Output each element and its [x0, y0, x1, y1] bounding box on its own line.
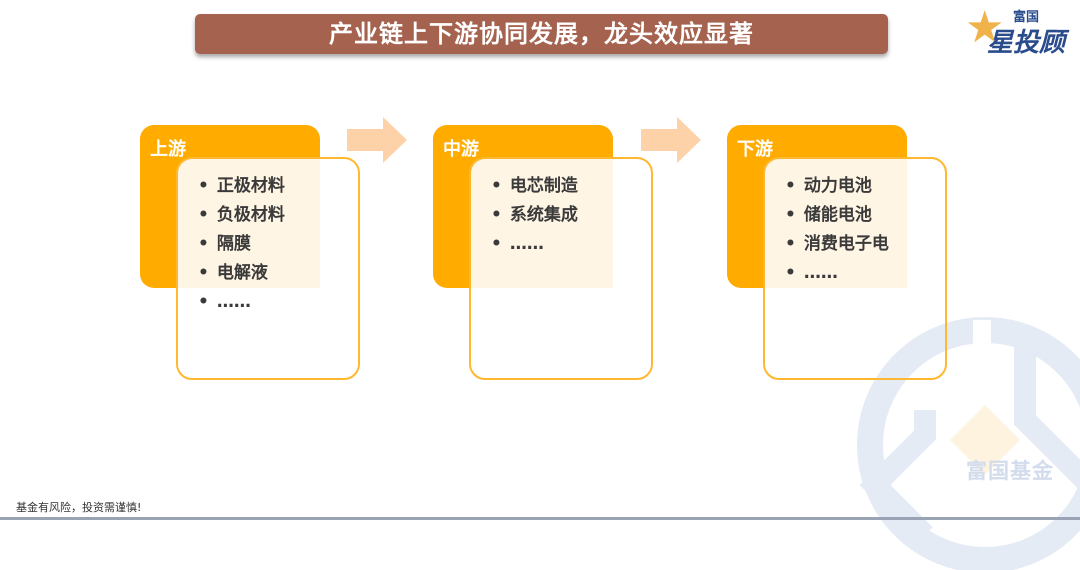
page-title: 产业链上下游协同发展，龙头效应显著	[195, 14, 888, 54]
star-icon: ★	[965, 2, 1005, 53]
logo-top-text: 富国	[1013, 10, 1040, 25]
list-item: 电芯制造	[491, 172, 578, 201]
list-item: 动力电池	[785, 172, 889, 201]
logo-main-text: 星投顾	[987, 28, 1066, 58]
watermark-text: 富国基金	[966, 459, 1054, 483]
list-item: 电解液	[198, 259, 285, 288]
midstream-list: 电芯制造 系统集成 ……	[491, 172, 578, 259]
list-item: 隔膜	[198, 230, 285, 259]
column-label: 上游	[150, 139, 186, 160]
risk-disclaimer: 基金有风险，投资需谨慎!	[16, 501, 142, 514]
column-label: 中游	[443, 139, 479, 160]
column-downstream-box	[763, 157, 947, 380]
column-midstream-box	[469, 157, 653, 380]
upstream-list: 正极材料 负极材料 隔膜 电解液 ……	[198, 172, 285, 317]
brand-logo: ★ 富国 星投顾	[965, 2, 1075, 59]
list-item: 系统集成	[491, 201, 578, 230]
column-label: 下游	[737, 139, 773, 160]
arrow-right-icon	[347, 117, 407, 163]
list-item: ……	[198, 288, 285, 317]
bottom-divider	[0, 517, 1080, 520]
list-item: 负极材料	[198, 201, 285, 230]
list-item: ……	[785, 259, 889, 288]
downstream-list: 动力电池 储能电池 消费电子电 ……	[785, 172, 889, 288]
arrow-right-icon	[641, 117, 701, 163]
list-item: ……	[491, 230, 578, 259]
list-item: 正极材料	[198, 172, 285, 201]
list-item: 消费电子电	[785, 230, 889, 259]
list-item: 储能电池	[785, 201, 889, 230]
column-upstream-box	[176, 157, 360, 380]
